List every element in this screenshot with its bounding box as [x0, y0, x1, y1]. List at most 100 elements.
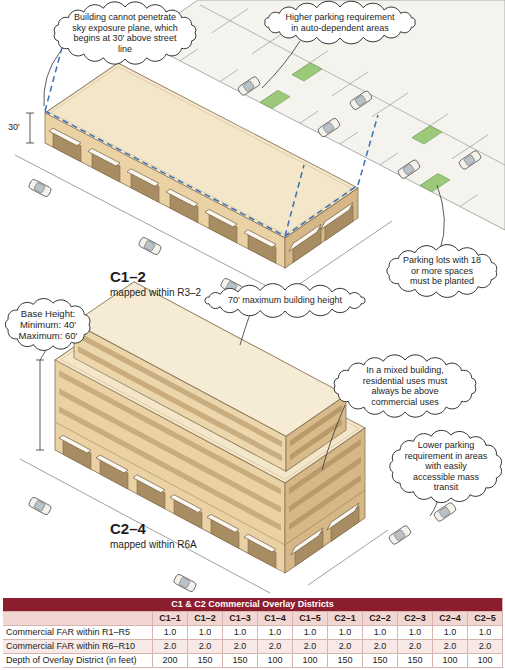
- table-title: C1 & C2 Commercial Overlay Districts: [3, 598, 503, 612]
- dimension-label: 30': [8, 122, 20, 132]
- table-cell: 2.0: [398, 640, 433, 654]
- table-cell: 1.0: [223, 626, 258, 640]
- storefront: [321, 202, 353, 243]
- cloud-shape: [390, 430, 502, 502]
- building-front-wall: [45, 113, 285, 268]
- leader-line: [44, 52, 60, 106]
- table-cell: 1.0: [328, 626, 363, 640]
- table-cell: 100: [468, 654, 503, 668]
- storefront: [327, 503, 359, 544]
- cloud-shape: [387, 245, 497, 298]
- street-car: [28, 496, 52, 515]
- table-cell: 2.0: [293, 640, 328, 654]
- callout-text: In a mixed building, residential uses mu…: [351, 365, 459, 407]
- parked-car: [458, 150, 482, 171]
- district-note: mapped within R3–2: [110, 287, 201, 298]
- storefront: [244, 228, 276, 264]
- table-cell: 1.0: [188, 626, 223, 640]
- district-note: mapped within R6A: [110, 539, 197, 550]
- storefront: [96, 453, 128, 489]
- table-corner-cell: [3, 612, 153, 626]
- table-cell: 2.0: [468, 640, 503, 654]
- table-header: C1–2: [188, 612, 223, 626]
- street-car: [433, 502, 457, 523]
- cloud-shape: [265, 1, 415, 44]
- parked-car: [349, 90, 373, 111]
- table-header: C1–3: [223, 612, 258, 626]
- table-cell: 1.0: [433, 626, 468, 640]
- floor-line: [285, 490, 365, 545]
- table-header: C2–1: [328, 612, 363, 626]
- table-cell: 2.0: [223, 640, 258, 654]
- leader-line: [240, 314, 250, 345]
- sky-exposure-plane: [45, 40, 378, 236]
- table-row-label: Commercial FAR within R6–R10: [3, 640, 153, 654]
- cloud-outline: [260, 2, 420, 43]
- callout-text: Parking lots with 18 or more spaces must…: [400, 255, 484, 287]
- table-header: C1–5: [293, 612, 328, 626]
- street-car: [138, 236, 162, 255]
- table-header: C2–3: [398, 612, 433, 626]
- storefront: [127, 167, 159, 203]
- callout-text: Lower parking requirement in areas with …: [404, 440, 488, 493]
- storefront: [291, 528, 323, 569]
- cloud-shape: [205, 284, 365, 318]
- street-car: [173, 573, 197, 592]
- cloud-outline: [50, 2, 200, 64]
- planted-island: [420, 174, 450, 192]
- table-row-label: Depth of Overlay District (in feet): [3, 654, 153, 668]
- table-cell: 150: [398, 654, 433, 668]
- storefront: [49, 126, 81, 162]
- dimension-line: [36, 360, 44, 450]
- district-name: C1–2: [110, 268, 146, 285]
- table-cell: 2.0: [328, 640, 363, 654]
- table-cell: 1.0: [363, 626, 398, 640]
- table-cell: 2.0: [153, 640, 188, 654]
- storefront: [59, 433, 91, 469]
- table-cell: 1.0: [293, 626, 328, 640]
- table-header: C1–4: [258, 612, 293, 626]
- callout-cloud: Building cannot penetrate sky exposure p…: [50, 2, 200, 64]
- leader-line: [437, 185, 444, 250]
- table-cell: 150: [223, 654, 258, 668]
- callout-cloud: In a mixed building, residential uses mu…: [330, 355, 480, 417]
- dimension-line: [26, 113, 34, 143]
- callout-text: 70' maximum building height: [224, 295, 346, 306]
- callout-cloud: 70' maximum building height: [200, 285, 370, 316]
- table-cell: 100: [293, 654, 328, 668]
- callout-cloud: Lower parking requirement in areas with …: [387, 430, 505, 503]
- callout-cloud: Higher parking requirement in auto-depen…: [260, 2, 420, 43]
- street-car: [388, 525, 412, 546]
- storefront: [205, 207, 237, 243]
- table-cell: 2.0: [188, 640, 223, 654]
- table-cell: 1.0: [258, 626, 293, 640]
- cloud-outline: [330, 355, 480, 417]
- table-header: C2–2: [363, 612, 398, 626]
- table-cell: 200: [153, 654, 188, 668]
- storefront: [244, 532, 276, 568]
- callout-text: Higher parking requirement in auto-depen…: [282, 12, 398, 33]
- leader-line: [262, 41, 300, 88]
- planted-island: [412, 126, 442, 144]
- table-cell: 100: [258, 654, 293, 668]
- cloud-shape: [54, 2, 196, 64]
- storefront: [166, 187, 198, 223]
- parked-car: [317, 117, 341, 138]
- parked-car: [237, 76, 261, 97]
- table-cell: 150: [328, 654, 363, 668]
- table-header: C2–4: [433, 612, 468, 626]
- table-row-label: Commercial FAR within R1–R5: [3, 626, 153, 640]
- street-car: [28, 178, 52, 197]
- table-cell: 150: [363, 654, 398, 668]
- storefront: [88, 146, 120, 182]
- callout-text: Base Height: Minimum: 40' Maximum: 60': [15, 308, 81, 341]
- callout-cloud: Base Height: Minimum: 40' Maximum: 60': [2, 298, 94, 351]
- table-cell: 150: [188, 654, 223, 668]
- leader-line: [322, 405, 345, 470]
- table-cell: 1.0: [398, 626, 433, 640]
- storefront: [133, 473, 165, 509]
- table-header: C1–1: [153, 612, 188, 626]
- table-cell: 1.0: [468, 626, 503, 640]
- table-cell: 2.0: [363, 640, 398, 654]
